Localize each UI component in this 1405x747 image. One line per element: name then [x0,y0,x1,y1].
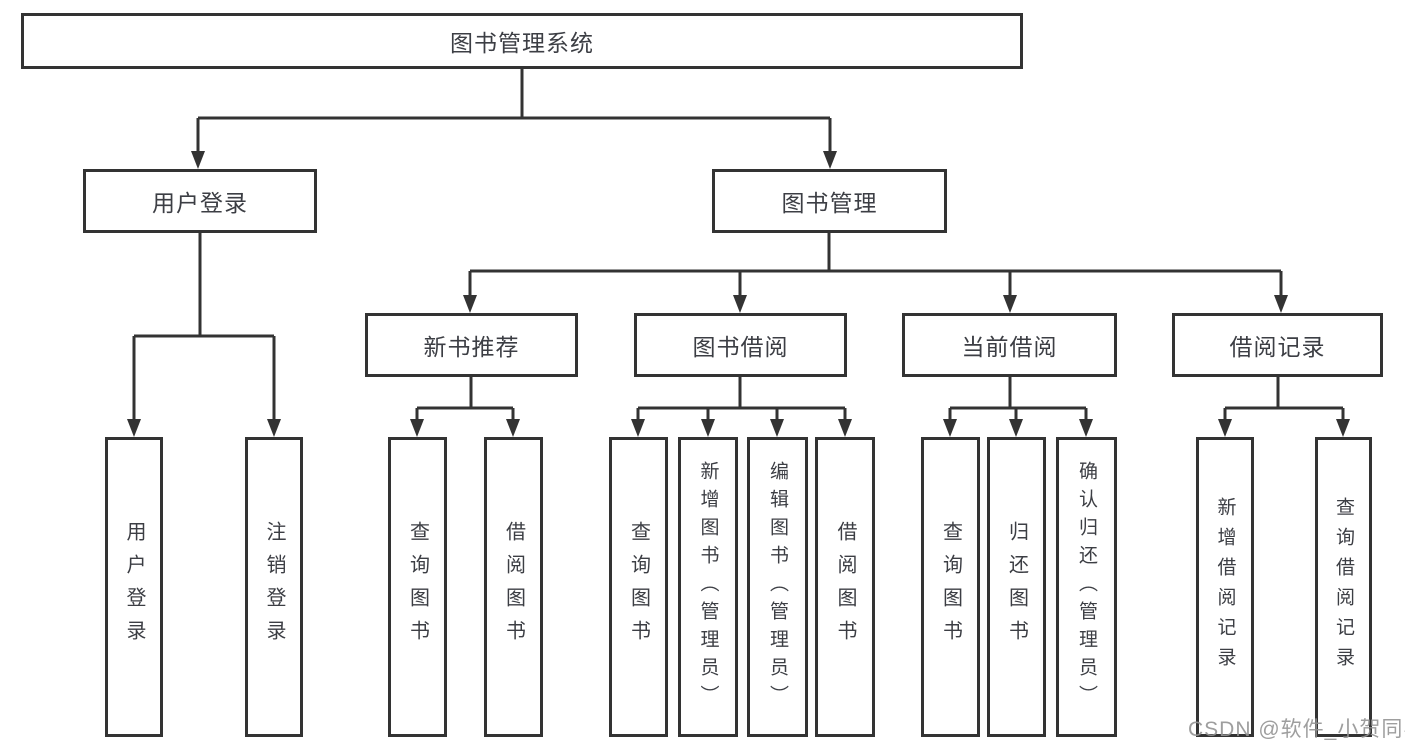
leaf-query-books-3: 查询图书 [921,437,980,737]
node-user-login: 用户登录 [83,169,317,233]
node-current-borrow-label: 当前借阅 [961,334,1058,360]
leaf-borrow-books-1-label: 借阅图书 [502,521,525,653]
leaf-add-book-admin: 新增图书（管理员） [678,437,738,737]
leaf-add-borrow-record: 新增借阅记录 [1196,437,1254,737]
csdn-watermark: CSDN @软件_小贺同学 [1188,718,1405,741]
leaf-return-books: 归还图书 [987,437,1046,737]
node-user-login-label: 用户登录 [152,190,248,216]
node-root-system-label: 图书管理系统 [450,30,594,56]
leaf-user-login: 用户登录 [105,437,163,737]
leaf-query-borrow-record-label: 查询借阅记录 [1333,497,1354,677]
leaf-confirm-return-admin: 确认归还（管理员） [1056,437,1117,737]
leaf-confirm-return-admin-label: 确认归还（管理员） [1076,461,1097,713]
node-book-management: 图书管理 [712,169,947,233]
node-book-borrow-label: 图书借阅 [692,334,789,360]
leaf-edit-book-admin: 编辑图书（管理员） [747,437,808,737]
node-new-book-recommend-label: 新书推荐 [423,334,520,360]
node-borrow-records: 借阅记录 [1172,313,1383,377]
leaf-user-login-label: 用户登录 [123,521,145,653]
leaf-borrow-books-2: 借阅图书 [815,437,875,737]
leaf-borrow-books-1: 借阅图书 [484,437,543,737]
node-book-management-label: 图书管理 [781,190,878,216]
leaf-edit-book-admin-label: 编辑图书（管理员） [767,461,788,713]
leaf-query-borrow-record: 查询借阅记录 [1315,437,1372,737]
node-root-system: 图书管理系统 [21,13,1023,69]
node-new-book-recommend: 新书推荐 [365,313,578,377]
leaf-borrow-books-2-label: 借阅图书 [834,521,856,653]
leaf-query-books-1-label: 查询图书 [406,521,429,653]
node-book-borrow: 图书借阅 [634,313,847,377]
leaf-query-books-2-label: 查询图书 [627,521,650,653]
node-borrow-records-label: 借阅记录 [1229,334,1326,360]
node-current-borrow: 当前借阅 [902,313,1117,377]
leaf-query-books-1: 查询图书 [388,437,447,737]
leaf-query-books-3-label: 查询图书 [939,521,962,653]
leaf-add-book-admin-label: 新增图书（管理员） [697,461,719,713]
leaf-logout-label: 注销登录 [263,521,285,653]
leaf-add-borrow-record-label: 新增借阅记录 [1214,497,1236,677]
leaf-logout: 注销登录 [245,437,303,737]
leaf-return-books-label: 归还图书 [1005,521,1028,653]
leaf-query-books-2: 查询图书 [609,437,668,737]
